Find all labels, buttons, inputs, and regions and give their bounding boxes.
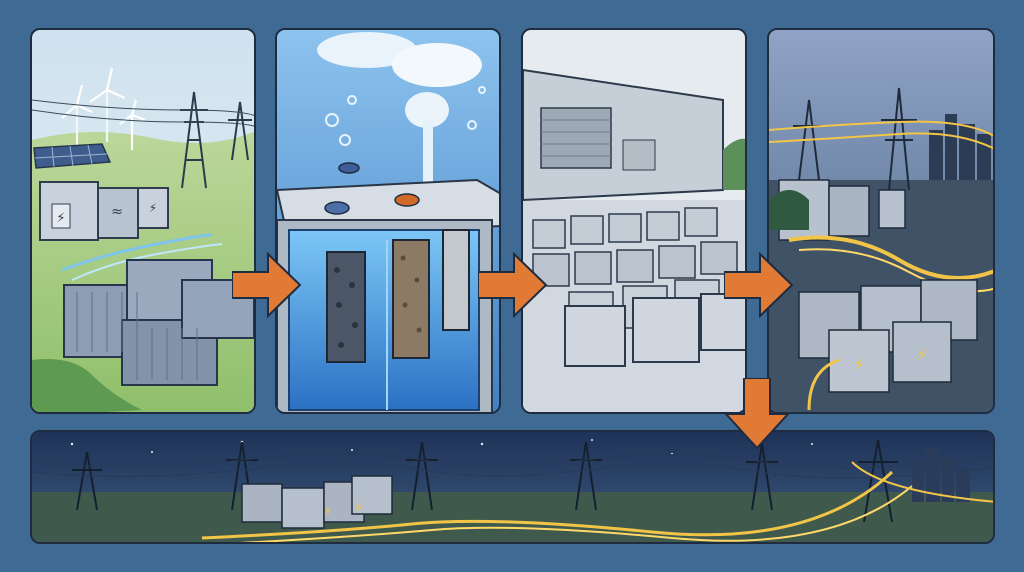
electrode-icon: [326, 229, 470, 363]
arrow-right-1: [232, 252, 302, 318]
battery-module-icon: [241, 475, 393, 529]
svg-text:⚡: ⚡: [56, 211, 65, 226]
svg-text:⚡: ⚡: [354, 501, 363, 516]
panel-night-distribution: ⚡⚡: [30, 430, 995, 544]
battery-module-icon: [532, 207, 745, 367]
lightning-bolt-icon: ⚡⚡: [323, 501, 363, 520]
battery-module-icon: [63, 259, 254, 386]
warehouse-scene: [523, 30, 745, 412]
inverter-icon: ⚡ ≈ ⚡: [39, 181, 169, 241]
panel-battery-warehouse: [521, 28, 747, 414]
svg-text:⚡: ⚡: [916, 345, 927, 364]
svg-text:⚡: ⚡: [853, 355, 864, 374]
transmission-tower-icon: [180, 91, 252, 189]
arrow-down: [724, 378, 790, 450]
arrow-right-3: [724, 252, 794, 318]
panel-electrochemical-storage: [275, 28, 501, 414]
solar-panel-icon: [33, 143, 112, 169]
svg-text:⚡: ⚡: [323, 505, 332, 520]
lightning-bolt-icon: ⚡ ⚡: [853, 345, 927, 374]
svg-text:≈: ≈: [111, 204, 123, 220]
panel-grid-discharge: ⚡ ⚡: [767, 28, 995, 414]
panel-renewable-generation: ⚡ ≈ ⚡: [30, 28, 256, 414]
night-scene: ⚡⚡: [32, 432, 993, 542]
gas-bubbles-icon: [317, 32, 486, 185]
discharge-scene: ⚡ ⚡: [769, 30, 993, 412]
renewable-scene: ⚡ ≈ ⚡: [32, 30, 254, 412]
svg-text:⚡: ⚡: [149, 201, 157, 215]
arrow-right-2: [478, 252, 548, 318]
battery-module-icon: [798, 279, 978, 393]
battery-cell-scene: [277, 30, 499, 412]
